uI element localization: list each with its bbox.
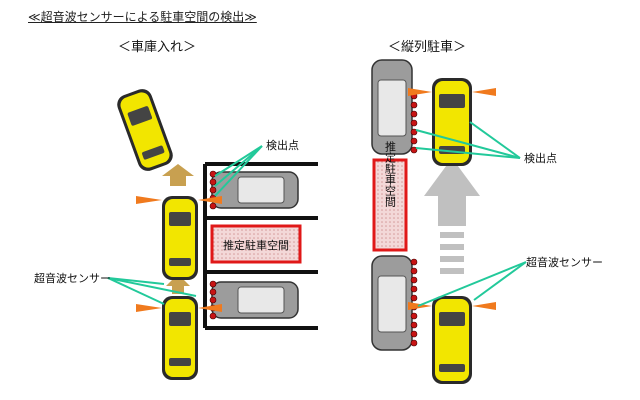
detection-point-label-right: 検出点 — [524, 151, 557, 165]
estimated-parking-space-left: 推定駐車空間 — [210, 224, 302, 264]
moving-car-bottom — [162, 296, 198, 380]
garage-parking-heading: ＜車庫入れ＞ — [118, 40, 197, 55]
sensor-label-right: 超音波センサー — [526, 255, 603, 269]
pointer-lines-right — [415, 121, 527, 307]
parked-car-lower — [211, 281, 299, 319]
moving-car-middle — [162, 196, 198, 280]
pointer-lines-left — [107, 145, 263, 305]
motion-arrows-left — [162, 164, 194, 294]
parking-space-label: 推定駐車空間 — [223, 238, 289, 252]
parked-car-front — [371, 59, 413, 155]
motion-arrow-right — [424, 158, 480, 274]
moving-car-right-lower — [432, 296, 472, 384]
parked-car-upper — [211, 171, 299, 209]
estimated-parking-space-right: 推定駐車空間 — [372, 140, 408, 252]
sensor-waves-right — [408, 88, 496, 310]
detection-point-label-left: 検出点 — [266, 138, 299, 152]
parking-space-label-vertical: 推定駐車空間 — [384, 140, 397, 208]
garage-lot-lines — [203, 162, 318, 330]
turning-car — [117, 89, 173, 171]
sensor-label-left: 超音波センサー — [34, 271, 111, 285]
parked-car-rear — [371, 255, 413, 351]
sensor-waves-left — [136, 196, 222, 312]
parallel-parking-heading: ＜縦列駐車＞ — [388, 40, 467, 55]
diagram-title: ≪超音波センサーによる駐車空間の検出≫ — [28, 10, 257, 24]
